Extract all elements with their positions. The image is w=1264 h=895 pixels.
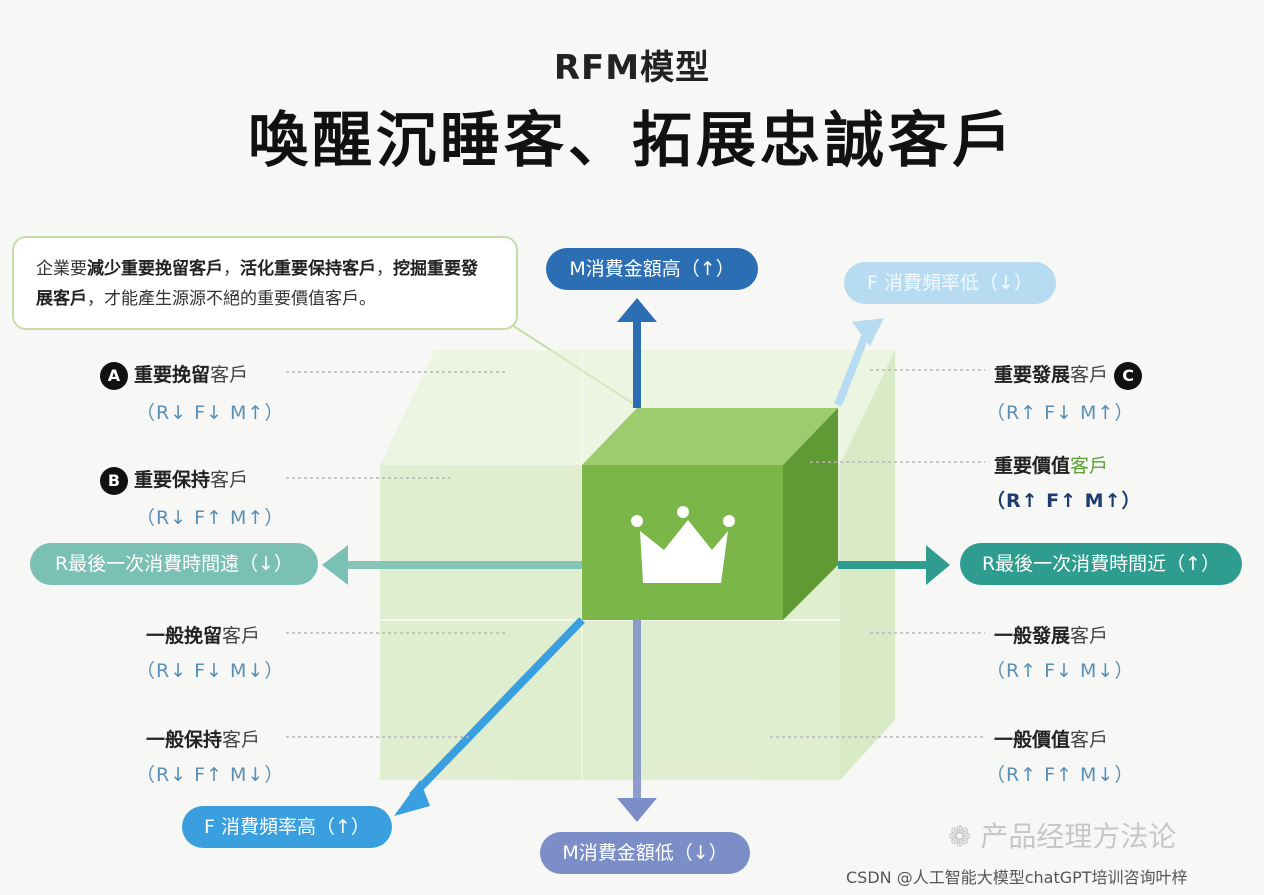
segment-c-suffix: 客戶 — [1070, 364, 1109, 386]
m-low-label: M消費金額低（↓） — [540, 832, 750, 874]
segment-b-code: （R↓ F↑ M↑） — [136, 506, 285, 529]
callout-text: 企業要 — [36, 259, 87, 279]
badge-b: B — [100, 466, 128, 495]
core-cube — [582, 408, 838, 620]
f-axis-up — [834, 332, 870, 407]
m-arrowhead-down — [617, 798, 657, 822]
page-title: 喚醒沉睡客、拓展忠誠客戶 — [248, 106, 1016, 176]
callout-box: 企業要減少重要挽留客戶，活化重要保持客戶，挖掘重要發展客戶，才能產生源源不絕的重… — [12, 236, 518, 330]
segment-value-code: （R↑ F↑ M↑） — [986, 490, 1142, 512]
callout-bold: 減少重要挽留客戶 — [87, 259, 223, 279]
f-axis-down — [409, 617, 585, 799]
m-high-label: M消費金額高（↑） — [546, 248, 758, 290]
r-arrowhead-left — [322, 545, 348, 585]
segment-a-name: 重要挽留 — [134, 364, 211, 386]
r-near-label: R最後一次消費時間近（↑） — [960, 543, 1242, 585]
segment-general-value-name: 一般價值 — [994, 729, 1071, 751]
r-far-label: R最後一次消費時間遠（↓） — [30, 543, 318, 585]
segment-general-keep-name: 一般保持 — [146, 729, 223, 751]
m-arrowhead-up — [617, 298, 657, 322]
segment-general-retain: 一般挽留客戶 （R↓ F↓ M↓） — [136, 621, 284, 683]
segment-a-code: （R↓ F↓ M↑） — [136, 401, 285, 424]
segment-value-name: 重要價值 — [994, 455, 1071, 477]
segment-general-value-suffix: 客戶 — [1070, 729, 1109, 751]
segment-general-keep: 一般保持客戶 （R↓ F↑ M↓） — [136, 725, 284, 787]
watermark-brand: ❁ 产品经理方法论 — [948, 815, 1176, 855]
segment-general-keep-code: （R↓ F↑ M↓） — [136, 764, 285, 786]
r-arrowhead-right — [926, 545, 950, 585]
crown-icon — [631, 506, 735, 583]
segment-general-develop-suffix: 客戶 — [1070, 625, 1109, 647]
wechat-icon: ❁ — [948, 820, 972, 853]
segment-general-retain-name: 一般挽留 — [146, 625, 223, 647]
segment-general-retain-suffix: 客戶 — [222, 625, 261, 647]
segment-general-develop-code: （R↑ F↓ M↓） — [986, 660, 1135, 682]
segment-general-value: 一般價值客戶 （R↑ F↑ M↓） — [986, 725, 1134, 787]
callout-text: ，才能產生源源不絕的重要價值客戶。 — [87, 289, 376, 309]
f-arrowhead-up — [852, 318, 884, 346]
segment-c: 重要發展客戶 C （R↑ F↓ M↑） — [986, 360, 1143, 425]
watermark-brand-text: 产品经理方法论 — [980, 820, 1177, 853]
segment-general-retain-code: （R↓ F↓ M↓） — [136, 660, 285, 682]
watermark-credit: CSDN @人工智能大模型chatGPT培训咨询叶梓 — [846, 868, 1188, 887]
subtitle: RFM模型 — [553, 48, 711, 88]
callout-bold: 挖掘重要發展客戶 — [36, 259, 478, 309]
segment-value-suffix: 客戶 — [1070, 455, 1109, 477]
badge-c: C — [1114, 361, 1143, 390]
segment-a-suffix: 客戶 — [210, 364, 249, 386]
segment-b: B 重要保持客戶 （R↓ F↑ M↑） — [100, 465, 284, 530]
f-arrowhead-down — [394, 780, 430, 816]
callout-text: ， — [376, 259, 393, 279]
segment-c-name: 重要發展 — [994, 364, 1071, 386]
segment-b-name: 重要保持 — [134, 469, 211, 491]
segment-b-suffix: 客戶 — [210, 469, 249, 491]
badge-a: A — [100, 361, 128, 390]
segment-general-develop: 一般發展客戶 （R↑ F↓ M↓） — [986, 621, 1134, 683]
segment-c-code: （R↑ F↓ M↑） — [986, 401, 1135, 424]
segment-general-develop-name: 一般發展 — [994, 625, 1071, 647]
callout-bold: 活化重要保持客戶 — [240, 259, 376, 279]
f-low-label: F 消費頻率低（↓） — [844, 262, 1056, 304]
segment-important-value: 重要價值客戶 （R↑ F↑ M↑） — [986, 451, 1142, 513]
leader-lines — [286, 369, 985, 738]
segment-general-value-code: （R↑ F↑ M↓） — [986, 764, 1135, 786]
callout-text: ， — [223, 259, 240, 279]
segment-a: A 重要挽留客戶 （R↓ F↓ M↑） — [100, 360, 284, 425]
f-high-label: F 消費頻率高（↑） — [182, 806, 392, 848]
segment-general-keep-suffix: 客戶 — [222, 729, 261, 751]
